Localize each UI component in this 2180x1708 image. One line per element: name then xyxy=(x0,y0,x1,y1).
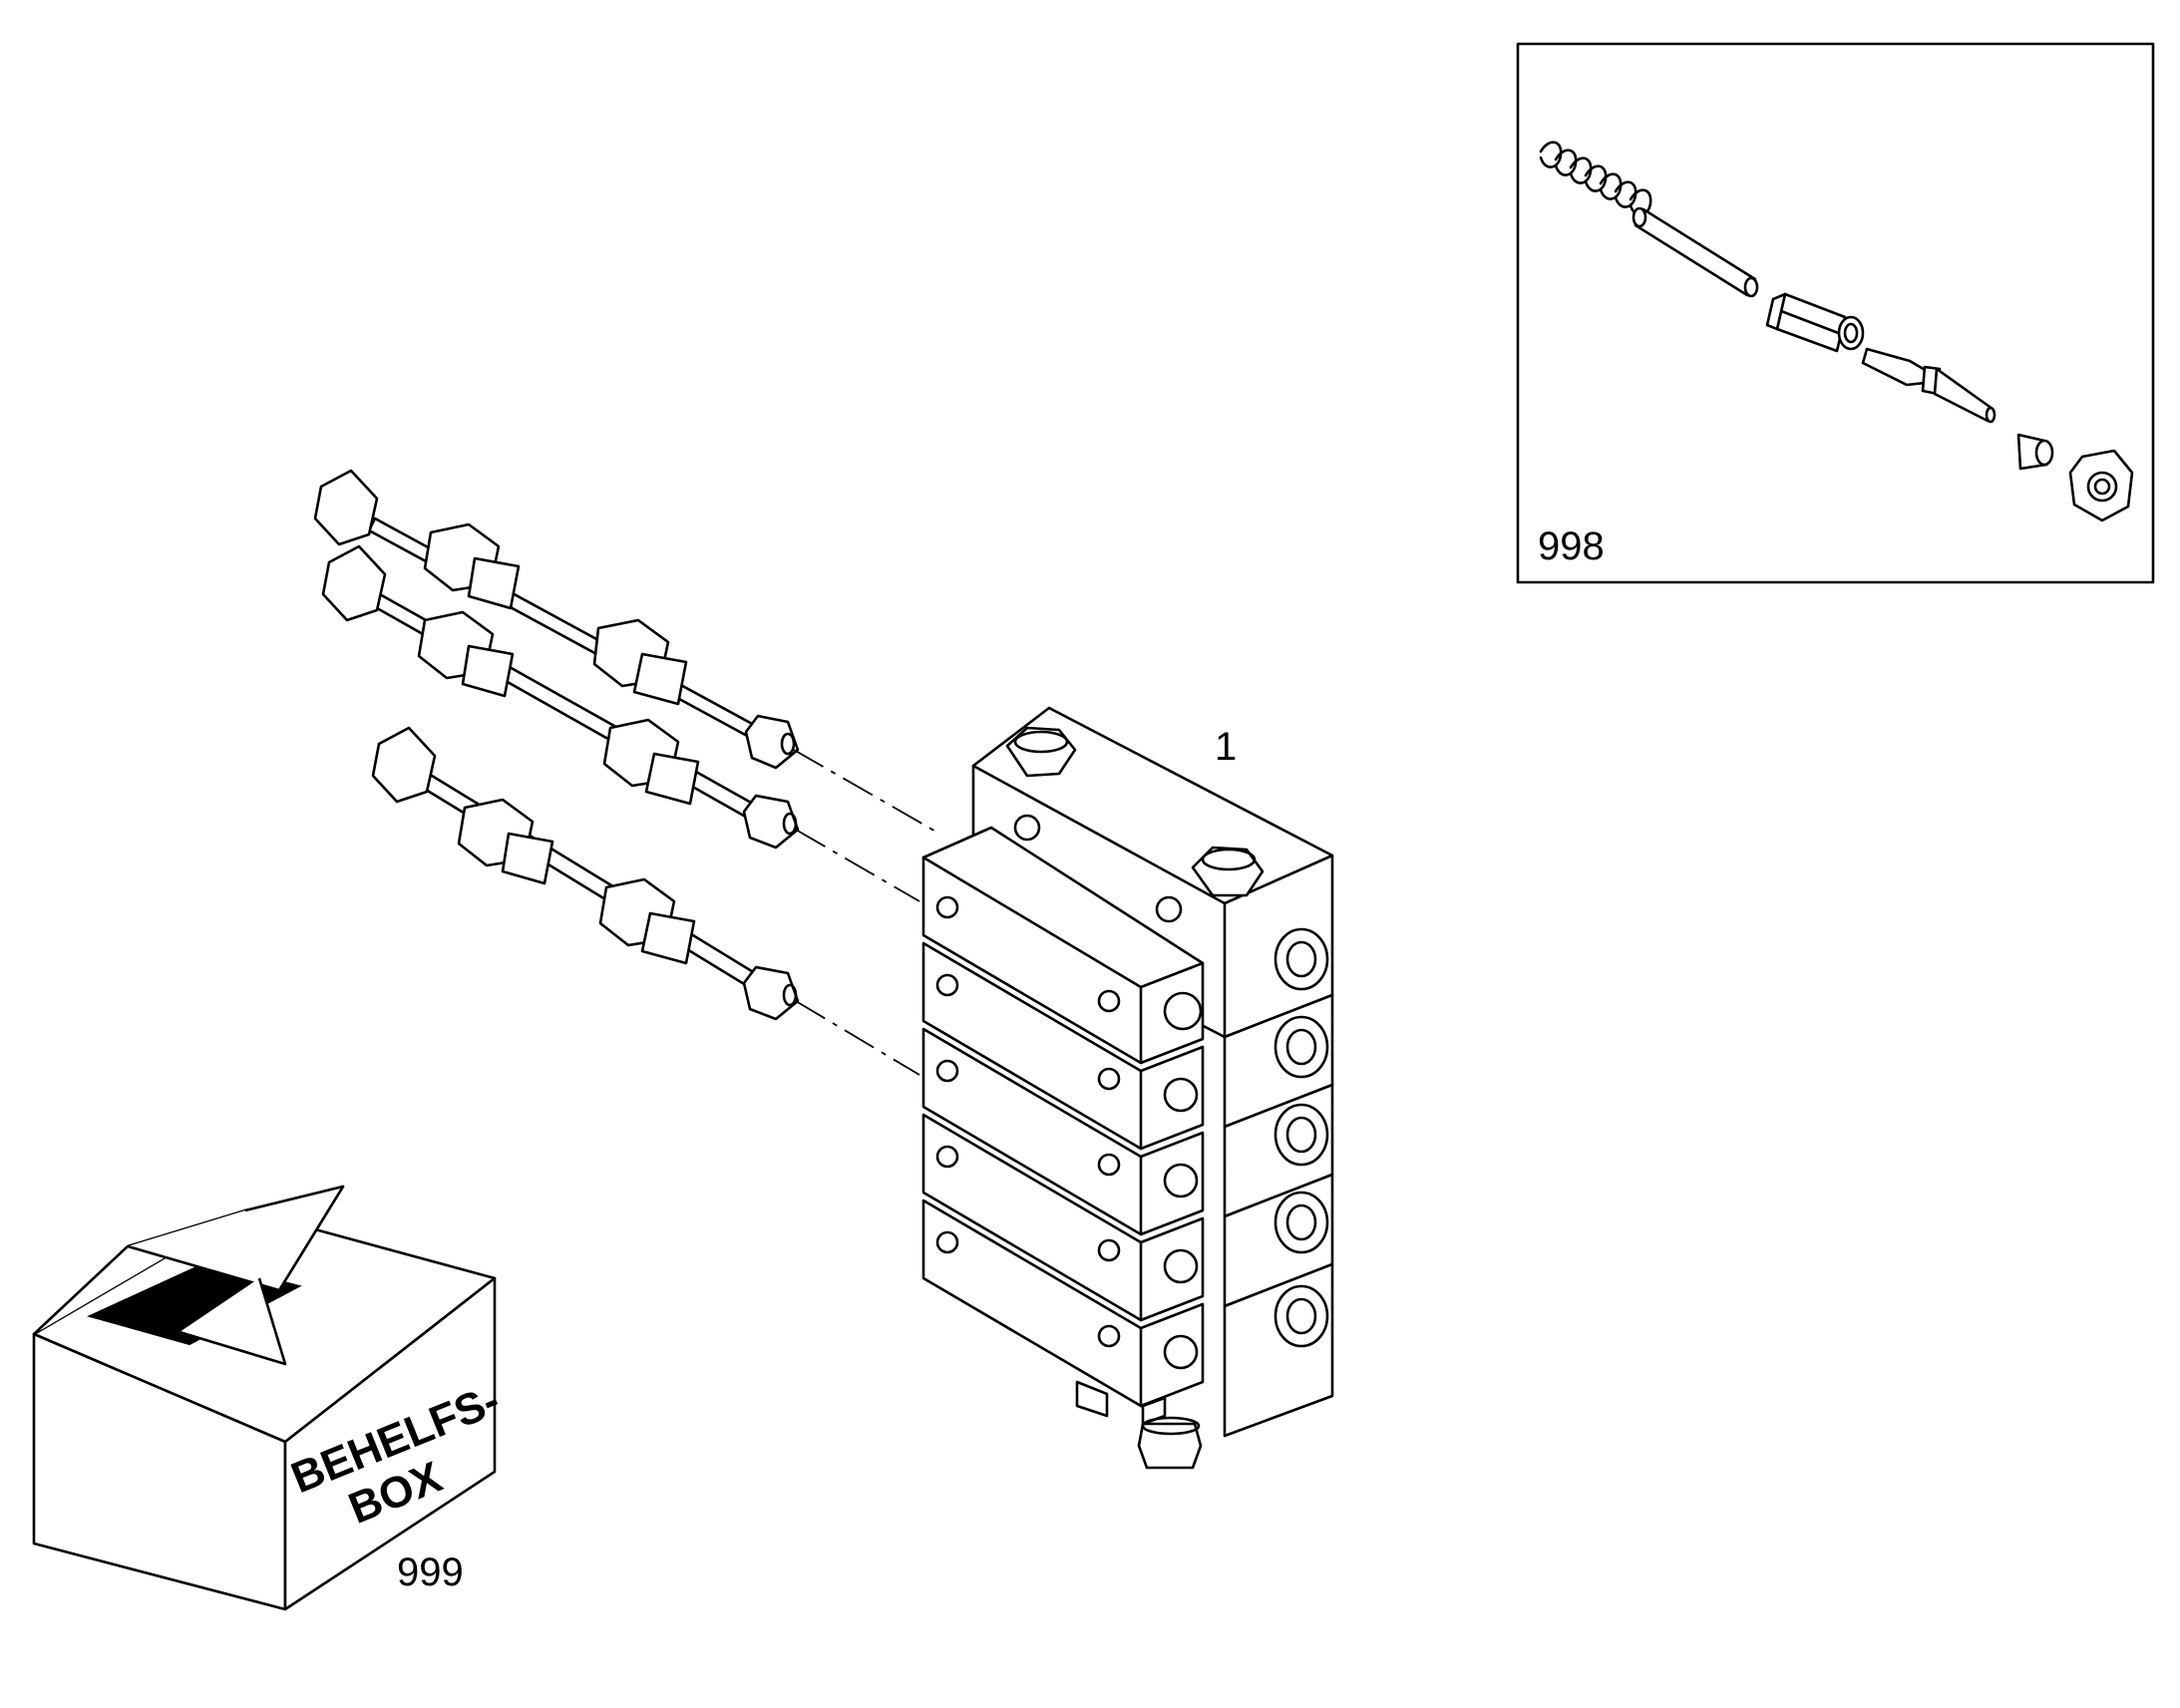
module-1 xyxy=(921,826,1205,1065)
distributor-block: 1 xyxy=(921,706,1334,1470)
module-4 xyxy=(921,1113,1205,1322)
inset-detail-998: 998 xyxy=(1516,42,2155,584)
module-2 xyxy=(921,941,1205,1151)
spring-icon xyxy=(1539,141,1652,216)
screw-icon xyxy=(1273,1103,1329,1167)
cone-ring-icon xyxy=(2016,433,2054,471)
pipe-assembly-middle xyxy=(321,544,800,850)
hex-nut-icon xyxy=(2068,449,2134,522)
screw-icon xyxy=(1273,1191,1329,1254)
callout-998: 998 xyxy=(1538,524,1605,568)
screw-icon xyxy=(1273,1284,1329,1348)
module-3 xyxy=(921,1027,1205,1236)
pin-icon xyxy=(1632,206,1759,298)
callout-999: 999 xyxy=(397,1550,464,1594)
pipe-assembly-top xyxy=(313,469,800,770)
pipe-assembly-bottom xyxy=(371,726,800,1021)
behelfs-box: BEHELFS- BOX 999 xyxy=(32,1185,507,1611)
callout-1: 1 xyxy=(1215,725,1237,769)
union-nut-icon xyxy=(1765,292,1865,353)
plug-icon xyxy=(1191,846,1265,897)
leader-lines xyxy=(793,749,940,1076)
outlet-fitting-icon xyxy=(1137,1416,1203,1470)
inset-frame xyxy=(1516,42,2155,584)
module-5 xyxy=(921,1198,1205,1408)
screw-icon xyxy=(1273,1015,1329,1079)
nozzle-icon xyxy=(1861,347,1997,424)
screw-icon xyxy=(1273,927,1329,991)
plug-icon xyxy=(1005,726,1077,778)
